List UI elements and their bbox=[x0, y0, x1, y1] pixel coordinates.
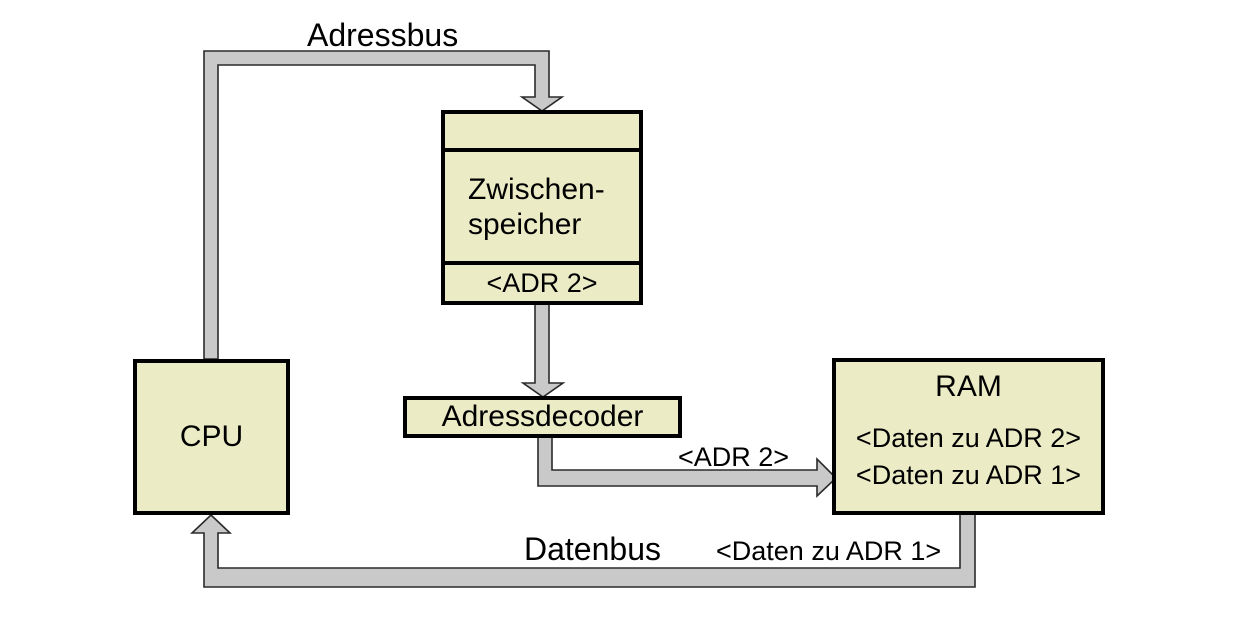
zwischenspeicher-title-line1: Zwischen- bbox=[468, 172, 605, 206]
ram-entries: <Daten zu ADR 2> <Daten zu ADR 1> bbox=[836, 420, 1101, 494]
zwischenspeicher-adr2-slot: <ADR 2> bbox=[445, 261, 639, 301]
adressdecoder-box: Adressdecoder bbox=[403, 396, 682, 438]
decoder-to-ram-arrow bbox=[537, 435, 838, 498]
ram-entry-adr1: <Daten zu ADR 1> bbox=[855, 460, 1082, 490]
adressdecoder-title: Adressdecoder bbox=[441, 400, 644, 433]
ram-title: RAM bbox=[935, 370, 1002, 403]
zwischenspeicher-box: Zwischen- speicher <ADR 2> bbox=[441, 110, 643, 305]
zwischenspeicher-title: Zwischen- speicher bbox=[445, 152, 639, 261]
ram-box: RAM <Daten zu ADR 2> <Daten zu ADR 1> bbox=[832, 358, 1105, 515]
cpu-box: CPU bbox=[133, 359, 290, 515]
daten-zu-adr1-bus-label: <Daten zu ADR 1> bbox=[716, 536, 942, 566]
zwischenspeicher-title-line2: speicher bbox=[468, 207, 582, 241]
cpu-title: CPU bbox=[179, 420, 244, 453]
datenbus-label: Datenbus bbox=[524, 531, 661, 567]
buffer-to-decoder-arrow bbox=[520, 302, 566, 398]
adr2-bus-label: <ADR 2> bbox=[678, 442, 790, 472]
zwischenspeicher-empty-slot bbox=[445, 114, 639, 152]
datenbus-arrow bbox=[189, 512, 976, 588]
adressbus-label: Adressbus bbox=[307, 17, 459, 53]
ram-entry-adr2: <Daten zu ADR 2> bbox=[855, 423, 1082, 453]
